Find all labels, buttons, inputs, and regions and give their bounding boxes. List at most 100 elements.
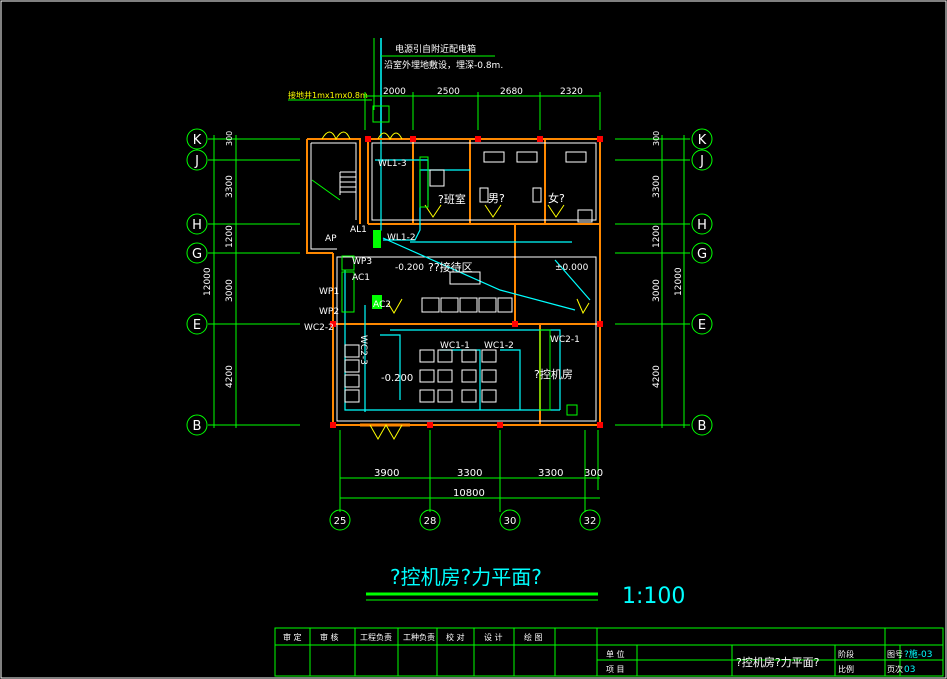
circuit-wp3: WP3 bbox=[352, 257, 372, 267]
room-lobby: ??接待区 bbox=[428, 260, 473, 274]
dim-left-1: 300 bbox=[225, 131, 234, 146]
dim-left-5: 4200 bbox=[225, 365, 235, 388]
axis-b-right: B bbox=[698, 419, 707, 434]
axis-h-right: H bbox=[697, 218, 707, 233]
title-main: ?控机房?力平面? bbox=[390, 565, 542, 589]
level-2: -0.200 bbox=[395, 263, 424, 273]
axis-32: 32 bbox=[584, 516, 597, 527]
tb-header-2: 审 核 bbox=[320, 632, 339, 642]
dim-bottom-total: 10800 bbox=[453, 488, 485, 499]
circuit-ac1: AC1 bbox=[352, 273, 370, 283]
dim-right-1: 300 bbox=[652, 131, 661, 146]
dim-left-total: 12000 bbox=[203, 267, 213, 296]
circuit-ac2: AC2 bbox=[373, 300, 391, 310]
bottom-dimensions: 3900 3300 3300 300 10800 bbox=[339, 430, 603, 512]
room-female: 女? bbox=[548, 191, 565, 205]
dim-top-3: 2680 bbox=[500, 87, 523, 97]
pit-note: 接地井1mx1mx0.8m bbox=[288, 90, 368, 100]
dim-right-3: 1200 bbox=[652, 225, 662, 248]
tb-ver-value: 03 bbox=[904, 665, 915, 675]
cable-note-line2: 沿室外埋地敷设，埋深-0.8m. bbox=[384, 59, 503, 71]
dim-bottom-1: 3900 bbox=[374, 468, 399, 479]
tb-header-5: 校 对 bbox=[446, 632, 465, 642]
tb-header-7: 绘 图 bbox=[524, 632, 543, 642]
level-1: ±0.000 bbox=[555, 263, 589, 273]
columns bbox=[330, 136, 603, 428]
col-axis: 25 28 30 32 bbox=[329, 509, 601, 531]
circuit-wp2: WP2 bbox=[319, 307, 339, 317]
dim-left-3: 1200 bbox=[225, 225, 235, 248]
tb-drawing-name: ?控机房?力平面? bbox=[736, 655, 820, 669]
dim-top-4: 2320 bbox=[560, 87, 583, 97]
axis-k-left: K bbox=[193, 133, 202, 148]
dim-bottom-4: 300 bbox=[584, 468, 603, 479]
tb-ver-label: 页次 bbox=[887, 664, 903, 674]
level-3: -0.200 bbox=[381, 373, 413, 384]
title-block-text: 审 定 审 核 工程负责 工种负责 校 对 设 计 绘 图 单 位 项 目 ?控… bbox=[283, 632, 932, 675]
tb-unit-label: 单 位 bbox=[606, 649, 625, 659]
tb-sheet-label: 图号 bbox=[887, 650, 903, 659]
title-scale: 1:100 bbox=[622, 584, 685, 609]
axis-k-right: K bbox=[698, 133, 707, 148]
tb-stage-label: 阶段 bbox=[838, 649, 854, 659]
dim-left-4: 3000 bbox=[225, 279, 235, 302]
staircase bbox=[311, 171, 356, 201]
tb-header-4: 工种负责 bbox=[403, 632, 435, 642]
doors-windows bbox=[321, 131, 590, 441]
axis-25: 25 bbox=[334, 516, 347, 527]
circuit-wp1: WP1 bbox=[319, 287, 339, 297]
tb-header-1: 审 定 bbox=[283, 632, 302, 642]
dim-top-2: 2500 bbox=[437, 87, 460, 97]
axis-28: 28 bbox=[424, 516, 437, 527]
dim-right-4: 3000 bbox=[652, 279, 662, 302]
tb-project-label: 项 目 bbox=[606, 665, 625, 674]
electrical-panels bbox=[341, 156, 578, 416]
inner-wall-lines bbox=[310, 142, 597, 422]
building-walls bbox=[306, 138, 601, 426]
drawing-title: ?控机房?力平面? 1:100 bbox=[366, 565, 685, 609]
axis-e-left: E bbox=[193, 318, 201, 333]
circuit-ap: AP bbox=[325, 234, 337, 244]
right-dimensions: 300 3300 1200 3000 4200 12000 bbox=[652, 131, 685, 428]
tb-sheet-value: ?施-03 bbox=[904, 648, 932, 660]
left-dimensions: 300 3300 1200 3000 4200 12000 bbox=[203, 131, 237, 428]
axis-b-left: B bbox=[193, 419, 202, 434]
axis-30: 30 bbox=[504, 516, 517, 527]
circuit-labels: WL1-3 WL1-2 AL1 AP WP3 AC1 WP1 WP2 AC2 W… bbox=[304, 159, 580, 365]
room-labels: ?班室 男? 女? ??接待区 ?控机房 ±0.000 -0.200 -0.20… bbox=[381, 191, 589, 384]
circuit-wc2-1: WC2-1 bbox=[550, 335, 580, 345]
control-consoles bbox=[344, 344, 497, 403]
circuit-wc1-2: WC1-2 bbox=[484, 341, 514, 351]
circuit-wl1-3: WL1-3 bbox=[378, 159, 407, 169]
dim-bottom-3: 3300 bbox=[538, 468, 563, 479]
dim-top-1: 2000 bbox=[383, 87, 406, 97]
circuit-wc1-1: WC1-1 bbox=[440, 341, 470, 351]
axis-h-left: H bbox=[192, 218, 202, 233]
axis-j-left: J bbox=[194, 154, 199, 169]
lobby-furniture bbox=[421, 271, 513, 313]
circuit-wl1-2: WL1-2 bbox=[387, 233, 416, 243]
axis-g-left: G bbox=[192, 247, 202, 262]
room-duty: ?班室 bbox=[438, 192, 466, 206]
dim-bottom-2: 3300 bbox=[457, 468, 482, 479]
circuit-al1: AL1 bbox=[350, 225, 367, 235]
cable-note-line1: 电源引自附近配电箱 bbox=[395, 43, 476, 55]
toilet-fixtures bbox=[429, 151, 593, 223]
top-dimensions: 2000 2500 2680 2320 bbox=[364, 87, 601, 130]
row-axis-left: K J H G E B bbox=[186, 128, 208, 436]
tb-header-6: 设 计 bbox=[484, 632, 503, 642]
room-machine: ?控机房 bbox=[534, 367, 573, 381]
dim-right-5: 4200 bbox=[652, 365, 662, 388]
dim-right-2: 3300 bbox=[652, 175, 662, 198]
dim-left-2: 3300 bbox=[225, 175, 235, 198]
tb-header-3: 工程负责 bbox=[360, 632, 392, 642]
axis-g-right: G bbox=[697, 247, 707, 262]
axis-j-right: J bbox=[699, 154, 704, 169]
cable-note: 电源引自附近配电箱 沿室外埋地敷设，埋深-0.8m. 接地井1mx1mx0.8m bbox=[288, 38, 503, 140]
axis-lines-horizontal bbox=[208, 138, 690, 426]
row-axis-right: K J H G E B bbox=[691, 128, 713, 436]
circuit-wc2-3: WC2-3 bbox=[358, 335, 368, 365]
room-male: 男? bbox=[488, 192, 505, 205]
axis-e-right: E bbox=[698, 318, 706, 333]
